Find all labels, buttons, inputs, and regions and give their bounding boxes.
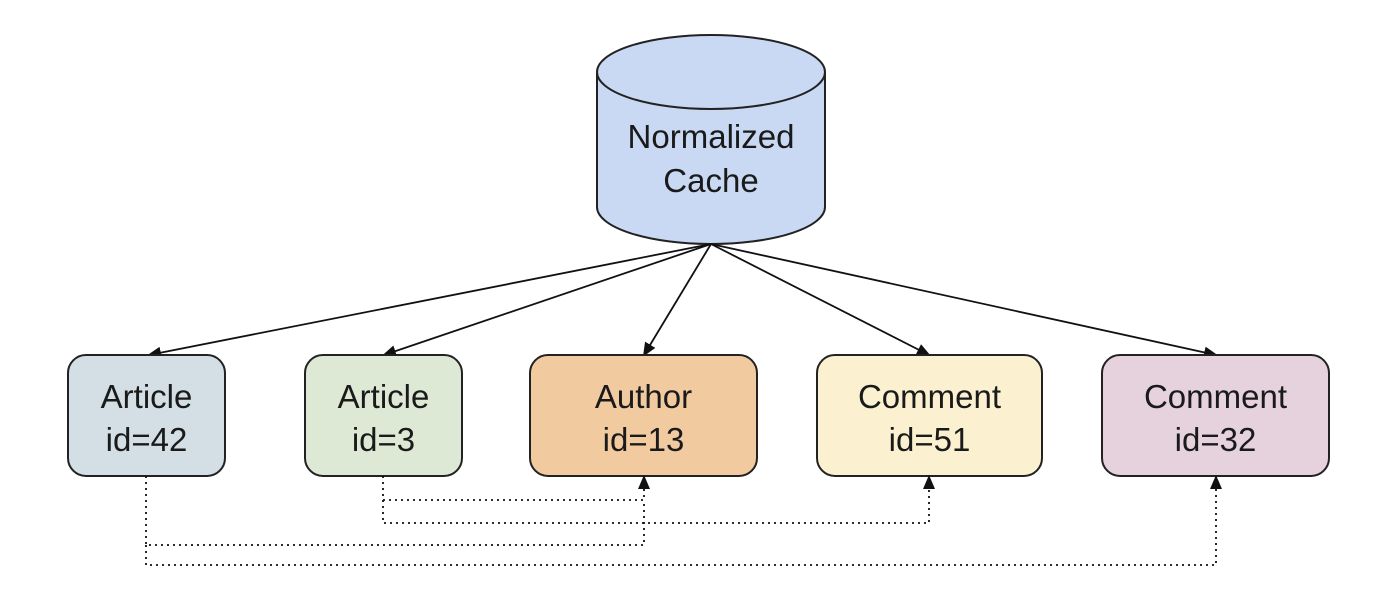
node-comment-32: Comment id=32 xyxy=(1101,354,1330,477)
node-author-13: Author id=13 xyxy=(529,354,758,477)
node-label-type: Article xyxy=(101,378,193,415)
node-label-type: Comment xyxy=(1144,378,1287,415)
node-article-42: Article id=42 xyxy=(67,354,226,477)
edge-cache-author-13 xyxy=(642,243,712,357)
cache-body xyxy=(596,72,826,245)
ref-article-3-to-author-13 xyxy=(382,475,650,501)
reference-edges xyxy=(145,475,1222,566)
ref-article-42-to-comment-32 xyxy=(145,475,1222,566)
node-label-id: id=3 xyxy=(352,421,415,458)
ref-article-42-to-author-13 xyxy=(145,476,645,546)
cache-label-line2: Cache xyxy=(663,162,758,199)
edge-cache-comment-51 xyxy=(710,243,931,356)
cache-edges xyxy=(147,243,1218,359)
node-label-id: id=42 xyxy=(106,421,188,458)
edge-cache-article-3 xyxy=(382,243,712,357)
node-label-type: Comment xyxy=(858,378,1001,415)
edge-cache-comment-32 xyxy=(710,243,1218,359)
cache-top xyxy=(596,34,826,110)
node-label-type: Article xyxy=(338,378,430,415)
node-label-id: id=13 xyxy=(603,421,685,458)
node-label-id: id=32 xyxy=(1175,421,1257,458)
node-article-3: Article id=3 xyxy=(304,354,463,477)
cache-label-line1: Normalized xyxy=(628,118,795,155)
node-label-id: id=51 xyxy=(889,421,971,458)
node-comment-51: Comment id=51 xyxy=(816,354,1043,477)
node-label-type: Author xyxy=(595,378,692,415)
ref-article-3-to-comment-51 xyxy=(382,475,935,524)
edge-cache-article-42 xyxy=(147,243,712,359)
normalized-cache-db: Normalized Cache xyxy=(596,34,826,245)
